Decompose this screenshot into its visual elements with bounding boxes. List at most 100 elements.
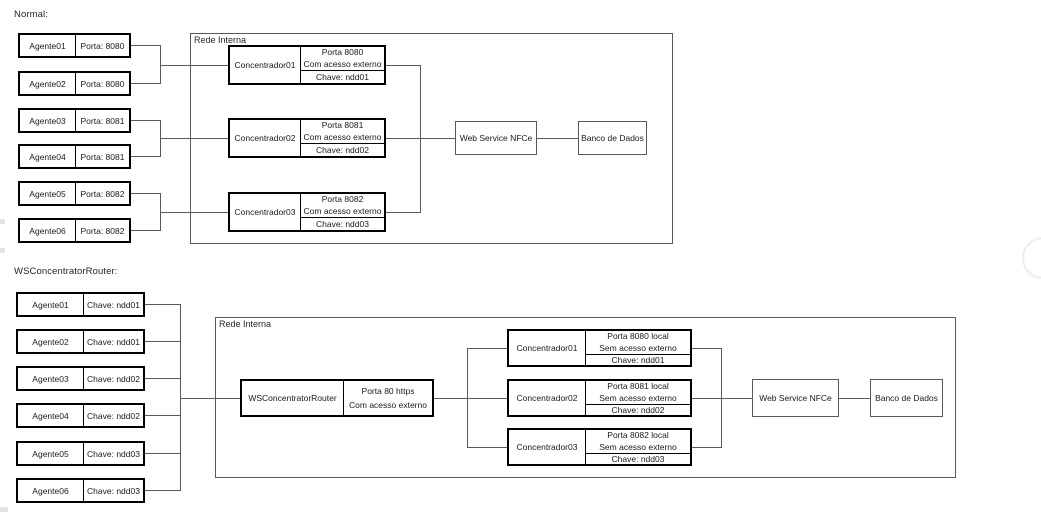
edge-artifact <box>0 507 8 512</box>
agent-name: Agente01 <box>20 35 76 56</box>
concentrador-chave: Chave: ndd02 <box>586 404 690 415</box>
normal-agent-2: Agente02 Porta: 8080 <box>18 71 131 96</box>
concentrador-access: Sem acesso externo <box>599 392 677 403</box>
connector-line <box>131 83 160 84</box>
concentrador-access: Com acesso externo <box>303 58 382 69</box>
normal-database-box: Banco de Dados <box>578 121 647 155</box>
concentrador-access: Sem acesso externo <box>599 441 677 452</box>
router-concentrador-3: Concentrador03 Porta 8082 local Sem aces… <box>507 428 692 466</box>
agent-name: Agente04 <box>20 146 76 167</box>
connector-line <box>145 304 180 305</box>
concentrador-port: Porta 8080 <box>321 47 364 57</box>
normal-agent-3: Agente03 Porta: 8081 <box>18 108 131 133</box>
router-web-service-box: Web Service NFCe <box>752 379 839 417</box>
normal-concentrador-2: Concentrador02 Porta 8081 Com acesso ext… <box>228 118 386 158</box>
connector-line <box>131 230 160 231</box>
concentrador-name: Concentrador03 <box>230 194 301 230</box>
agent-name: Agente03 <box>20 110 76 131</box>
concentrador-chave: Chave: ndd03 <box>586 453 690 464</box>
normal-agent-4: Agente04 Porta: 8081 <box>18 144 131 169</box>
concentrador-port: Porta 8082 local <box>607 430 669 440</box>
normal-agent-6: Agente06 Porta: 8082 <box>18 218 131 243</box>
ws-concentrator-router-box: WSConcentratorRouter Porta 80 https Com … <box>240 379 434 417</box>
agent-name: Agente02 <box>20 73 76 94</box>
connector-line <box>160 65 228 66</box>
connector-line <box>692 348 722 349</box>
agent-name: Agente01 <box>18 294 84 315</box>
connector-line <box>131 45 160 46</box>
agent-name: Agente02 <box>18 331 84 352</box>
connector-line <box>839 398 870 399</box>
router-concentrador-1: Concentrador01 Porta 8080 local Sem aces… <box>507 329 692 367</box>
connector-line <box>386 65 421 66</box>
connector-line <box>386 212 421 213</box>
connector-line <box>145 378 180 379</box>
agent-port: Porta: 8082 <box>80 188 125 199</box>
edge-artifact <box>0 219 5 224</box>
concentrador-access: Sem acesso externo <box>599 342 677 353</box>
router-rede-interna-box <box>215 317 956 478</box>
normal-agent-1: Agente01 Porta: 8080 <box>18 33 131 58</box>
agent-name: Agente04 <box>18 405 84 426</box>
connector-line <box>467 348 507 349</box>
connector-line <box>692 447 722 448</box>
normal-agent-5: Agente05 Porta: 8082 <box>18 181 131 206</box>
concentrador-port: Porta 8081 local <box>607 381 669 391</box>
concentrador-chave: Chave: ndd01 <box>301 70 384 83</box>
agent-chave: Chave: ndd01 <box>87 299 140 310</box>
edge-artifact <box>0 248 5 253</box>
agent-name: Agente06 <box>20 220 76 241</box>
router-agent-4: Agente04 Chave: ndd02 <box>16 403 145 428</box>
agent-port: Porta: 8080 <box>80 40 125 51</box>
concentrador-name: Concentrador02 <box>230 120 301 156</box>
router-agent-5: Agente05 Chave: ndd03 <box>16 441 145 466</box>
router-agent-1: Agente01 Chave: ndd01 <box>16 292 145 317</box>
router-access: Com acesso externo <box>349 400 427 411</box>
agent-port: Porta: 8081 <box>80 115 125 126</box>
agent-chave: Chave: ndd01 <box>87 336 140 347</box>
agent-port: Porta: 8082 <box>80 225 125 236</box>
agent-chave: Chave: ndd03 <box>87 448 140 459</box>
agent-name: Agente03 <box>18 368 84 389</box>
agent-port: Porta: 8081 <box>80 151 125 162</box>
concentrador-chave: Chave: ndd02 <box>301 143 384 156</box>
agent-chave: Chave: ndd02 <box>87 373 140 384</box>
connector-line <box>131 193 160 194</box>
concentrador-chave: Chave: ndd03 <box>301 217 384 230</box>
connector-line <box>434 398 507 399</box>
concentrador-name: Concentrador01 <box>230 47 301 83</box>
router-name: WSConcentratorRouter <box>242 381 344 415</box>
connector-line <box>180 398 240 399</box>
agent-chave: Chave: ndd02 <box>87 410 140 421</box>
connector-line <box>420 65 421 213</box>
edge-circle-artifact <box>1022 237 1041 279</box>
connector-line <box>160 45 161 84</box>
concentrador-port: Porta 8081 <box>321 120 364 130</box>
router-database-box: Banco de Dados <box>870 379 943 417</box>
agent-chave: Chave: ndd03 <box>87 485 140 496</box>
agent-name: Agente06 <box>18 480 84 501</box>
router-concentrador-2: Concentrador02 Porta 8081 local Sem aces… <box>507 379 692 417</box>
normal-section-title: Normal: <box>14 9 48 20</box>
concentrador-access: Com acesso externo <box>303 131 382 142</box>
connector-line <box>180 304 181 491</box>
router-section-title: WSConcentratorRouter: <box>14 266 118 277</box>
normal-web-service-box: Web Service NFCe <box>455 121 537 155</box>
router-port: Porta 80 https <box>361 385 415 396</box>
connector-line <box>386 138 455 139</box>
concentrador-chave: Chave: ndd01 <box>586 354 690 365</box>
normal-concentrador-1: Concentrador01 Porta 8080 Com acesso ext… <box>228 45 386 85</box>
router-agent-3: Agente03 Chave: ndd02 <box>16 366 145 391</box>
concentrador-name: Concentrador02 <box>509 381 586 415</box>
concentrador-port: Porta 8082 <box>321 194 364 204</box>
agent-name: Agente05 <box>20 183 76 204</box>
connector-line <box>692 398 752 399</box>
concentrador-name: Concentrador03 <box>509 430 586 464</box>
connector-line <box>145 415 180 416</box>
concentrador-name: Concentrador01 <box>509 331 586 365</box>
normal-rede-interna-label: Rede Interna <box>193 35 249 45</box>
agent-port: Porta: 8080 <box>80 78 125 89</box>
agent-name: Agente05 <box>18 443 84 464</box>
connector-line <box>145 490 180 491</box>
